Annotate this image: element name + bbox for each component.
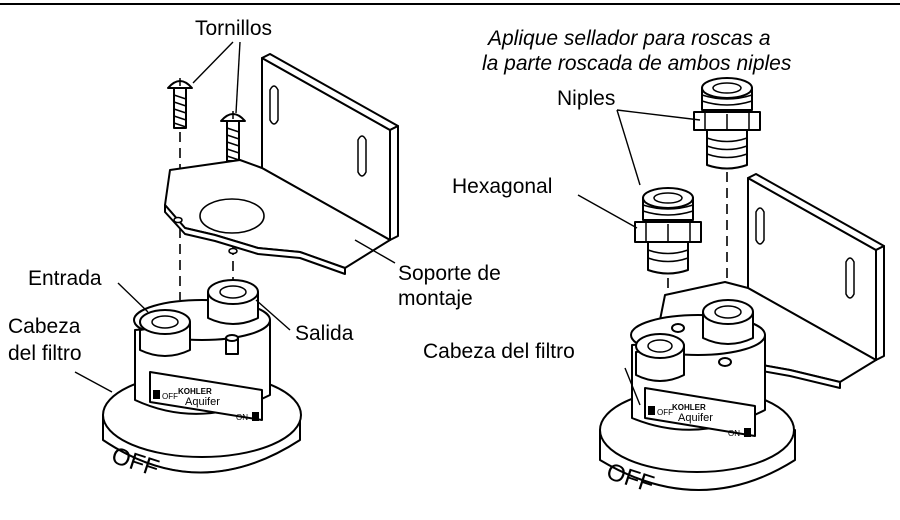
off-small-right: OFF — [657, 408, 673, 417]
model-label-right: Aquifer — [678, 412, 713, 424]
label-entrada: Entrada — [28, 267, 102, 290]
label-cabeza-right: Cabeza del filtro — [423, 340, 575, 363]
leader-soporte — [354, 239, 396, 264]
leader-cabeza-right — [624, 367, 641, 406]
on-small-left: ON — [236, 413, 248, 422]
leader-hexagonal — [577, 194, 638, 229]
label-soporte-line2: montaje — [398, 287, 473, 310]
leader-entrada — [117, 282, 149, 313]
leader-cabeza-left — [74, 371, 113, 393]
leader-salida — [255, 299, 291, 331]
leader-niples-1 — [616, 109, 701, 121]
label-cabeza-line1: Cabeza — [8, 315, 81, 338]
mounting-bracket-left — [164, 53, 399, 275]
label-niples: Niples — [557, 87, 615, 110]
screw-left — [167, 78, 193, 129]
nipple-lower — [634, 187, 702, 275]
model-label-left: Aquifer — [185, 396, 220, 408]
filter-head-left: KOHLER Aquifer OFF ON OFF — [102, 279, 302, 483]
left-assembly: KOHLER Aquifer OFF ON OFF Tornillos Entr… — [8, 17, 501, 483]
leader-tornillos-1 — [192, 41, 234, 84]
label-aplique-line2: la parte roscada de ambos niples — [482, 52, 792, 75]
leader-tornillos-2 — [235, 41, 241, 114]
label-hexagonal: Hexagonal — [452, 175, 552, 198]
brand-label-left: KOHLER — [178, 387, 212, 396]
screw-right — [220, 111, 246, 162]
label-aplique-line1: Aplique sellador para roscas a — [486, 27, 771, 50]
off-small-left: OFF — [162, 392, 178, 401]
nipple-upper — [693, 77, 761, 170]
brand-label-right: KOHLER — [672, 403, 706, 412]
on-small-right: ON — [728, 429, 740, 438]
label-tornillos: Tornillos — [195, 17, 272, 40]
label-salida: Salida — [295, 322, 354, 345]
leader-niples-2 — [616, 109, 641, 186]
label-soporte-line1: Soporte de — [398, 262, 501, 285]
filter-head-right: KOHLER Aquifer OFF ON OFF — [599, 299, 796, 499]
label-cabeza-line2: del filtro — [8, 342, 82, 365]
right-assembly: KOHLER Aquifer OFF ON OFF Aplique sellad… — [423, 27, 885, 499]
